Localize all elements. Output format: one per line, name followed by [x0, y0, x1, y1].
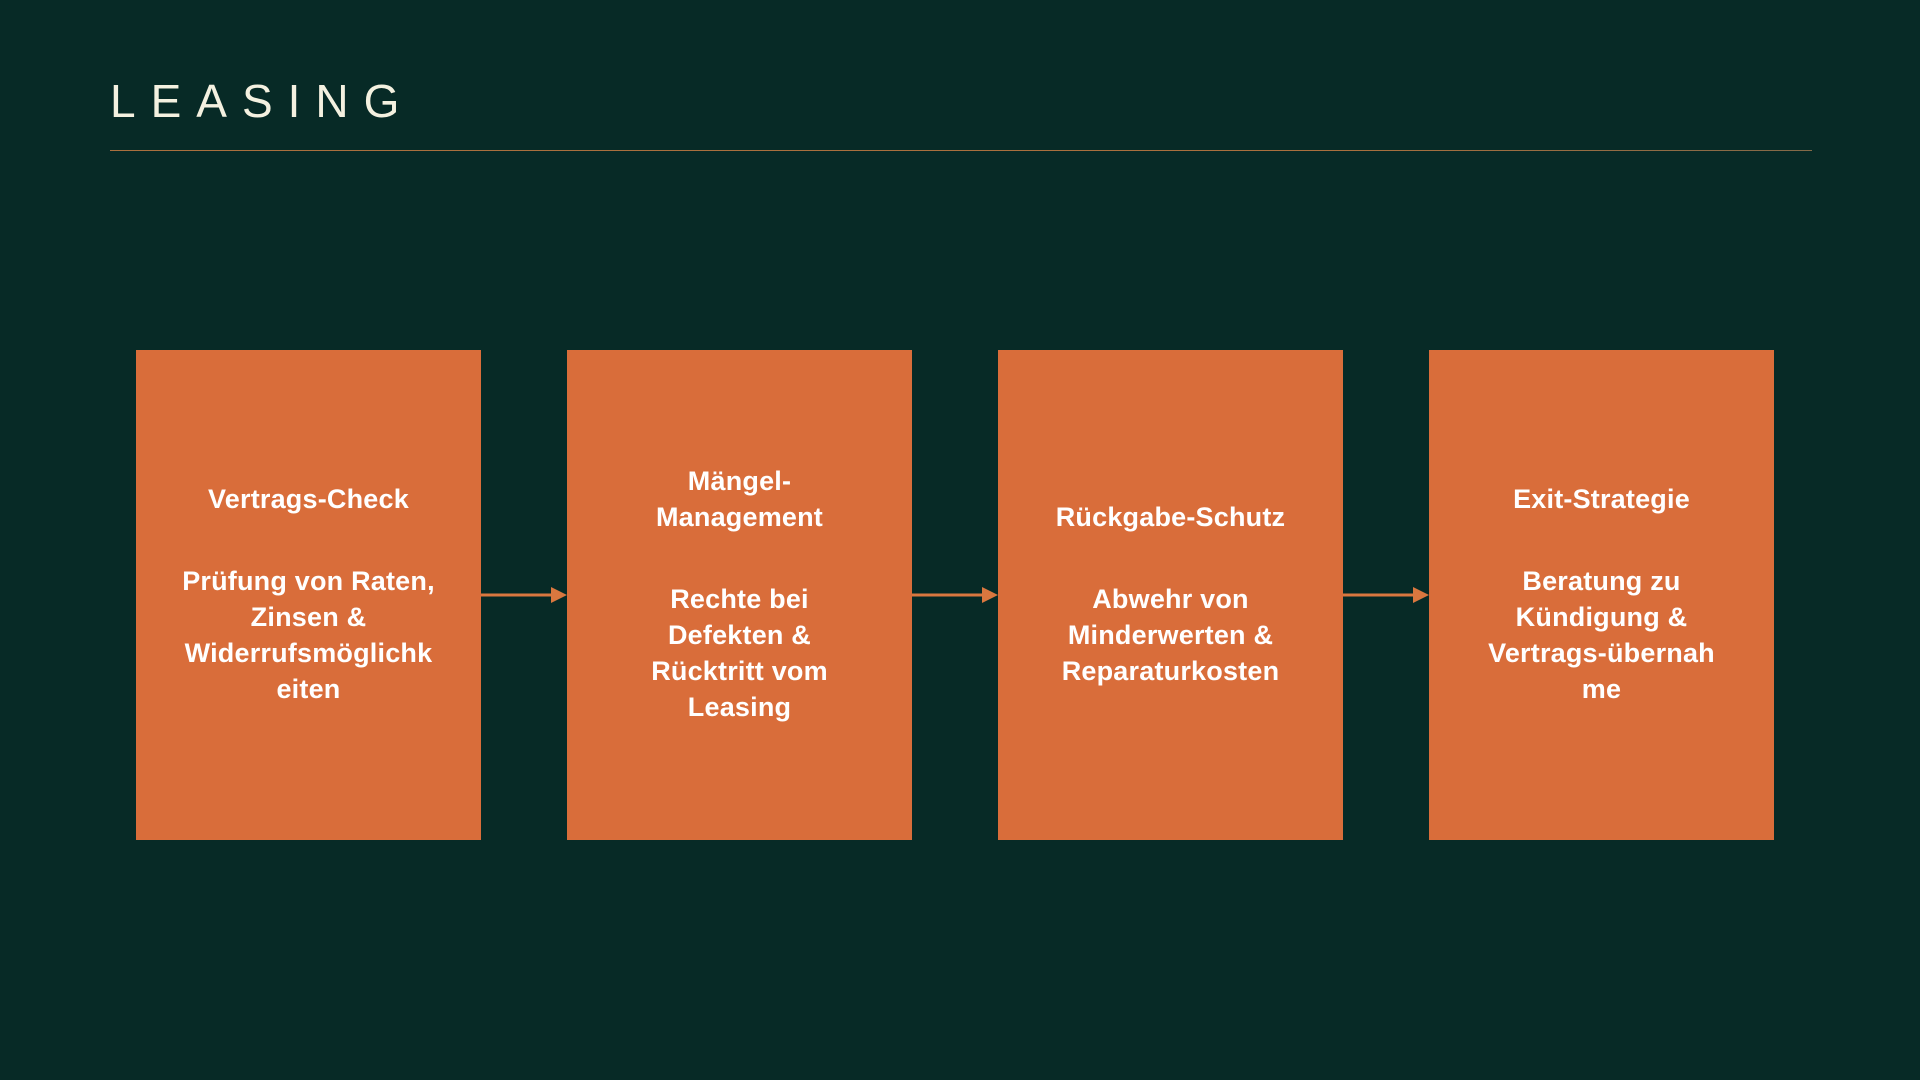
flow-card-title: Vertrags-Check	[208, 484, 409, 515]
flow-card-title: Rückgabe-Schutz	[1055, 502, 1286, 533]
flow-card-body: Abwehr von Minderwerten & Reparaturkoste…	[1061, 584, 1280, 686]
arrow-right-icon	[1343, 583, 1429, 607]
leasing-flow-diagram: Vertrags-Check Prüfung von Raten, Zinsen…	[0, 350, 1920, 840]
flow-card-rueckgabe-schutz[interactable]: Rückgabe-Schutz Abwehr von Minderwerten …	[998, 350, 1343, 840]
flow-arrow-3	[1343, 350, 1429, 840]
arrow-right-icon	[481, 583, 567, 607]
slide-header: LEASING	[110, 75, 1812, 151]
arrow-right-icon	[912, 583, 998, 607]
flow-card-title: Mängel- Management	[655, 466, 824, 533]
flow-card-title: Exit-Strategie	[1513, 484, 1690, 515]
flow-card-body: Prüfung von Raten, Zinsen & Widerrufsmög…	[182, 566, 435, 704]
flow-card-body: Beratung zu Kündigung & Vertrags-übernah…	[1488, 566, 1715, 704]
flow-arrow-2	[912, 350, 998, 840]
flow-card-body: Rechte bei Defekten & Rücktritt vom Leas…	[651, 584, 828, 722]
flow-card-maengel-management[interactable]: Mängel- Management Rechte bei Defekten &…	[567, 350, 912, 840]
page-title: LEASING	[110, 75, 415, 127]
flow-card-vertrags-check[interactable]: Vertrags-Check Prüfung von Raten, Zinsen…	[136, 350, 481, 840]
flow-card-exit-strategie[interactable]: Exit-Strategie Beratung zu Kündigung & V…	[1429, 350, 1774, 840]
title-divider	[110, 150, 1812, 151]
flow-arrow-1	[481, 350, 567, 840]
